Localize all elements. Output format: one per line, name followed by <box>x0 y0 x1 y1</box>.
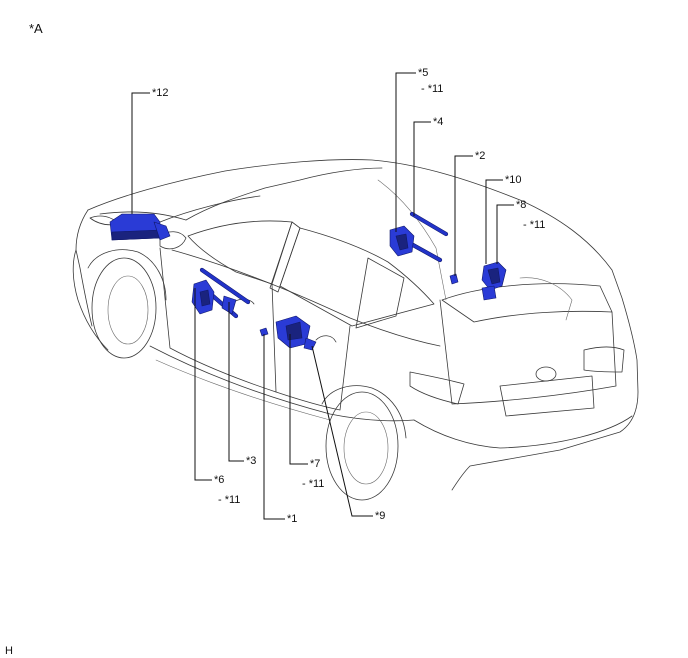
callout-1: *1 <box>287 513 297 525</box>
figure-id-label: *A <box>29 21 43 36</box>
leader-5 <box>395 72 416 232</box>
leader-2 <box>454 155 473 276</box>
rear-quarter-window <box>355 257 405 329</box>
component-10-back-door-unit <box>481 261 507 301</box>
leader-1 <box>263 334 285 520</box>
component-1 <box>259 327 269 337</box>
rear-wheel-arch <box>321 385 407 439</box>
component-5-quarter-regulator <box>389 211 449 263</box>
component-12 <box>109 213 171 241</box>
callout-5: *5 <box>418 67 428 79</box>
rear-door-handle <box>315 335 337 343</box>
rear-hatch <box>439 299 617 405</box>
front-tire <box>91 257 157 359</box>
leader-9 <box>311 345 373 517</box>
windshield-base <box>159 195 261 223</box>
leader-12 <box>131 92 150 214</box>
leader-10 <box>485 179 503 264</box>
component-2 <box>449 273 459 285</box>
leader-3 <box>228 302 244 462</box>
b-pillar <box>269 221 301 293</box>
vehicle-outline <box>72 159 639 501</box>
callout-6: *6 <box>214 474 224 486</box>
front-bumper <box>72 249 109 351</box>
tail-light-right <box>583 346 625 373</box>
license-plate-recess <box>499 375 595 417</box>
rear-emblem <box>535 366 557 382</box>
callout-4: *4 <box>433 116 443 128</box>
callout-8: *8 <box>516 199 526 211</box>
leader-4 <box>413 121 431 216</box>
tail-light-left <box>409 371 465 405</box>
footer-code: H <box>5 645 13 657</box>
callout-5-range: - *11 <box>421 83 443 95</box>
front-rim <box>107 275 149 345</box>
callout-7: *7 <box>310 458 320 470</box>
callout-10: *10 <box>505 174 522 186</box>
hood-crease <box>99 211 187 221</box>
front-door <box>159 247 277 393</box>
rear-tire <box>325 391 399 501</box>
callout-2: *2 <box>475 150 485 162</box>
callout-labels: *12 *5 - *11 *4 *2 *10 *8 - *11 *3 *6 - … <box>152 67 545 525</box>
callout-12: *12 <box>152 87 169 99</box>
roof-outline <box>87 159 639 491</box>
windshield <box>185 167 383 221</box>
interior-seatback <box>519 277 573 321</box>
callout-7-range: - *11 <box>302 478 324 490</box>
hood-outline <box>75 209 93 327</box>
rocker-lower <box>155 359 331 421</box>
leader-7 <box>289 334 308 465</box>
leader-6 <box>194 288 212 481</box>
leader-8 <box>496 204 514 264</box>
component-7-rear-regulator <box>275 315 317 351</box>
front-wheel-arch <box>87 249 167 301</box>
front-side-window <box>187 220 293 285</box>
rear-bumper <box>413 415 633 449</box>
beltline <box>171 249 441 347</box>
callout-8-range: - *11 <box>523 219 545 231</box>
leader-lines <box>131 72 514 520</box>
callout-9: *9 <box>375 510 385 522</box>
rear-side-window <box>279 227 435 327</box>
callout-3: *3 <box>246 455 256 467</box>
callout-6-range: - *11 <box>218 494 240 506</box>
rear-door <box>275 325 351 411</box>
rocker-panel <box>149 345 415 422</box>
rear-rim <box>343 411 389 485</box>
component-6-front-regulator <box>191 267 251 319</box>
rear-window <box>441 283 613 323</box>
